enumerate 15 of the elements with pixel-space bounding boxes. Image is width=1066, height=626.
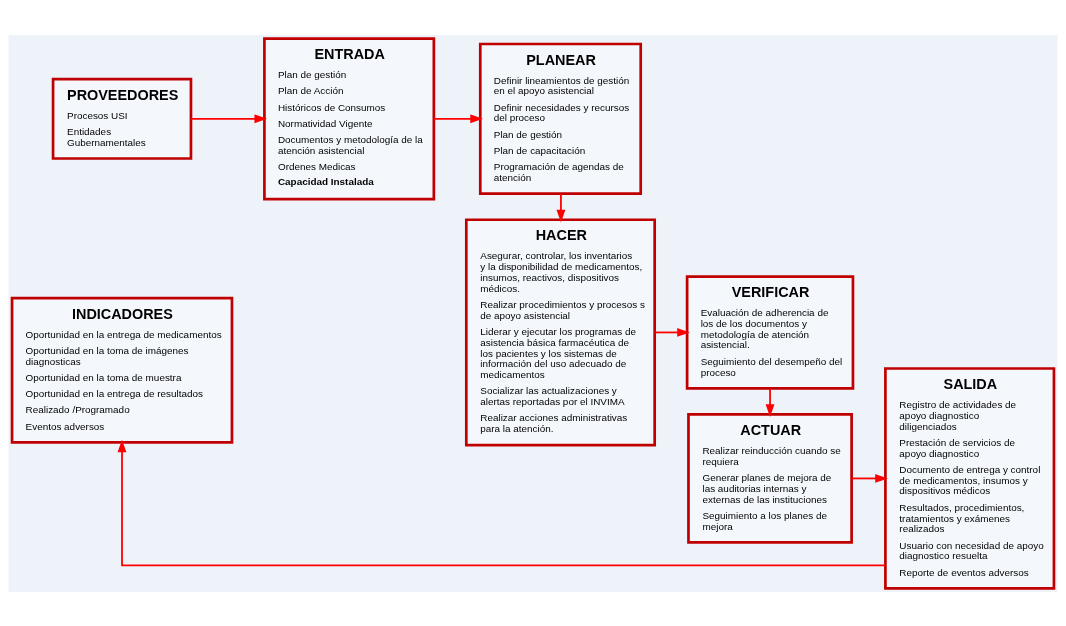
- arrow: [653, 327, 690, 337]
- arrow: [117, 439, 887, 566]
- arrow: [850, 473, 888, 483]
- arrow: [433, 113, 483, 123]
- node-box: HACER Asegurar, controlar, los inventarios y la disponibilidad de medicamentos, insumos, reactivos, dispositivos médicos. Realizar procedimientos y procesos s de apoyo asistencial Liderar y ejecutar los programas de asistencia básica farmacéutica de los pacientes y los sistemas de información del uso adecuado de medicamentos Socializar las actualizaciones y alertas reportadas por el INVIMA Realizar acciones administrativas para la atención.: [464, 217, 656, 446]
- node-box: SALIDA Registro de actividades de apoyo diagnostico diligenciados Prestación de servicios de apoyo diagnostico Documento de entrega y control de medicamentos, insumos y dispositivos médicos Resultados, procedimientos, tratamientos y exámenes realizados Usuario con necesidad de apoyo diagnostico resuelta Reporte de eventos adversos: [884, 366, 1056, 590]
- node-box: VERIFICAR Evaluación de adherencia de los de los documentos y metodología de atención asistencial. Seguimiento del desempeño del proceso: [685, 274, 855, 390]
- node-box: INDICADORES Oportunidad en la entrega de medicamentos Oportunidad en la toma de imágenes diagnosticas Oportunidad en la toma de muestra Oportunidad en la entrega de resultados Realizado /Programado Eventos adversos: [10, 296, 234, 444]
- arrow: [765, 387, 775, 417]
- node-box: ACTUAR Realizar reinducción cuando se requiera Generar planes de mejora de las auditorias internas y externas de las instituciones Seguimiento a los planes de mejora: [687, 412, 853, 544]
- arrow: [556, 192, 566, 222]
- arrow: [190, 113, 268, 123]
- node-box: ENTRADA Plan de gestión Plan de Acción Históricos de Consumos Normatividad Vigente Documentos y metodología de la atención asistencial Ordenes Medicas Capacidad Instalada: [263, 36, 436, 200]
- node-box: PLANEAR Definir lineamientos de gestión en el apoyo asistencial Definir necesidades y recursos del proceso Plan de gestión Plan de capacitación Programación de agendas de atención: [478, 42, 643, 195]
- node-box: PROVEEDORES Procesos USI Entidades Gubernamentales: [51, 77, 193, 160]
